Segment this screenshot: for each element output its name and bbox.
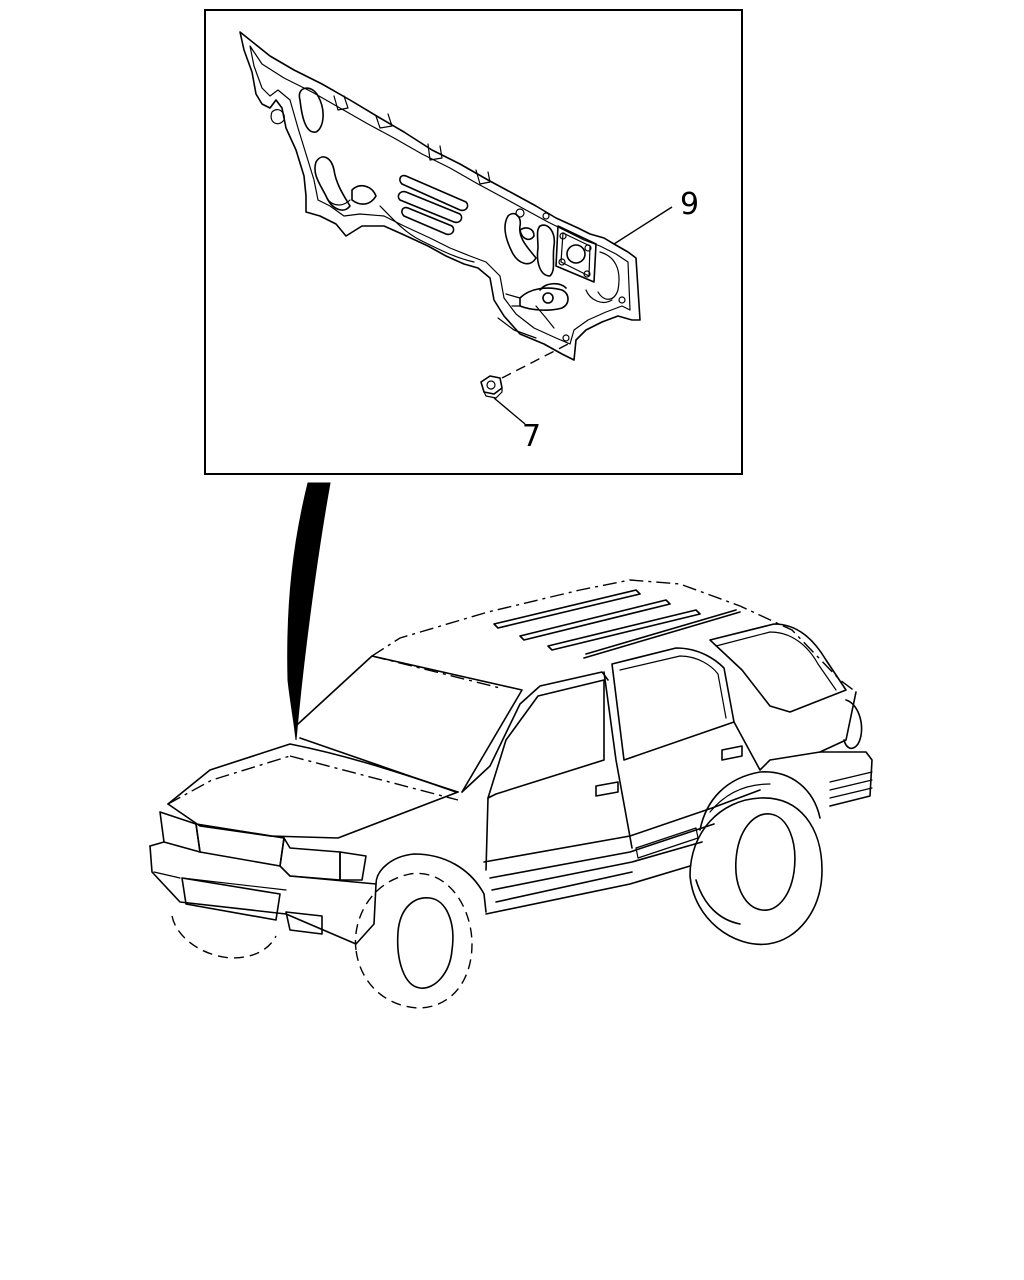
callout-9: 9 xyxy=(680,187,699,222)
detail-inset-frame xyxy=(204,9,743,475)
assembly-dashed-line xyxy=(501,341,573,379)
location-pointer xyxy=(287,482,331,741)
hood-insulator-panel xyxy=(239,31,641,361)
vehicle-illustration xyxy=(149,579,873,1009)
nut-part xyxy=(480,375,503,399)
leader-line-7 xyxy=(493,397,526,425)
leader-line-9 xyxy=(613,206,673,245)
callout-7: 7 xyxy=(522,419,541,454)
